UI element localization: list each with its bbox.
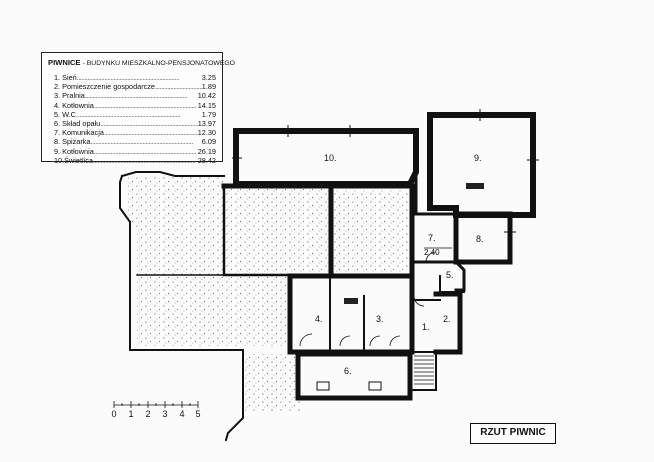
room-label-3: 3. <box>376 314 384 324</box>
legend-room-name: 9. Kotłownia <box>54 146 94 156</box>
legend-room-area: 1.89 <box>201 82 216 92</box>
fixtures <box>316 183 484 391</box>
room-label-9: 9. <box>474 153 482 163</box>
stair-treads <box>414 355 434 385</box>
leader-dots <box>91 137 202 146</box>
legend-room-area: 14.15 <box>197 100 216 110</box>
legend-room-name: 2. Pomieszczenie gospodarcze <box>54 82 155 92</box>
scale-label: 1 <box>128 409 134 419</box>
leader-dots <box>77 73 202 82</box>
legend-row: 6. Skład opału 13.97 <box>48 119 216 128</box>
scale-label: 3 <box>162 409 168 419</box>
legend-room-area: 1.79 <box>201 109 216 119</box>
legend-room-area: 10.42 <box>197 91 216 101</box>
legend-room-name: 8. Spiżarka <box>54 137 91 147</box>
scale-label: 5 <box>195 409 201 419</box>
leader-dots <box>93 156 198 165</box>
leader-dots <box>85 91 198 100</box>
leader-dots <box>78 110 202 119</box>
room-label-6: 6. <box>344 366 352 376</box>
legend-row: 10.Świetlica 28.42 <box>48 156 216 165</box>
legend-room-name: 1. Sień <box>54 73 77 82</box>
scale-label: 0 <box>111 409 117 419</box>
room-legend: PIWNICE - BUDYNKU MIESZKALNO-PENSJONATOW… <box>41 52 235 165</box>
plan-title: RZUT PIWNIC <box>470 423 556 444</box>
legend-row: 7. Komunikacja 12.30 <box>48 128 216 137</box>
room-label-8: 8. <box>476 234 484 244</box>
walls <box>119 112 536 442</box>
legend-room-area: 3.25 <box>201 73 216 82</box>
leader-dots <box>155 82 202 91</box>
legend-title: PIWNICE - BUDYNKU MIESZKALNO-PENSJONATOW… <box>48 58 235 67</box>
legend-room-name: 7. Komunikacja <box>54 128 104 138</box>
room-label-7: 7. <box>428 233 436 243</box>
legend-row: 5. W.C. 1.79 <box>48 110 216 119</box>
legend-row: 4. Kotłownia 14.15 <box>48 101 216 110</box>
legend-room-area: 26.19 <box>197 146 216 156</box>
legend-row: 1. Sień 3.25 <box>48 73 216 82</box>
room-label-10: 10. <box>324 153 337 163</box>
ground-fill <box>128 176 408 413</box>
scale-label: 2 <box>145 409 151 419</box>
legend-room-name: 5. W.C. <box>54 109 78 119</box>
legend-title-sub: - BUDYNKU MIESZKALNO-PENSJONATOWEGO <box>82 60 235 67</box>
legend-room-name: 4. Kotłownia <box>54 100 94 110</box>
legend-room-name: 10.Świetlica <box>54 155 93 165</box>
leader-dots <box>94 101 198 110</box>
legend-row: 9. Kotłownia 26.19 <box>48 147 216 156</box>
legend-room-area: 28.42 <box>197 155 216 165</box>
leader-dots <box>104 128 198 137</box>
leader-dots <box>100 119 197 128</box>
room-label-5: 5. <box>446 270 454 280</box>
room-label-1: 1. <box>422 322 430 332</box>
legend-row: 3. Pralnia 10.42 <box>48 91 216 100</box>
room-label-4: 4. <box>315 314 323 324</box>
legend-room-name: 3. Pralnia <box>54 91 85 101</box>
leader-dots <box>94 147 198 156</box>
legend-room-area: 6.09 <box>201 137 216 147</box>
scale-label: 4 <box>179 409 185 419</box>
legend-room-area: 12.30 <box>197 128 216 138</box>
room-label-2: 2. <box>443 314 451 324</box>
dimension-label: 2.40 <box>424 248 440 257</box>
legend-row: 2. Pomieszczenie gospodarcze 1.89 <box>48 82 216 91</box>
door-swings <box>299 251 437 347</box>
legend-title-main: PIWNICE <box>48 58 81 67</box>
scale-bar <box>113 401 199 408</box>
legend-room-area: 13.97 <box>197 119 216 129</box>
windows <box>232 109 539 237</box>
legend-row: 8. Spiżarka 6.09 <box>48 137 216 146</box>
legend-room-name: 6. Skład opału <box>54 119 101 129</box>
